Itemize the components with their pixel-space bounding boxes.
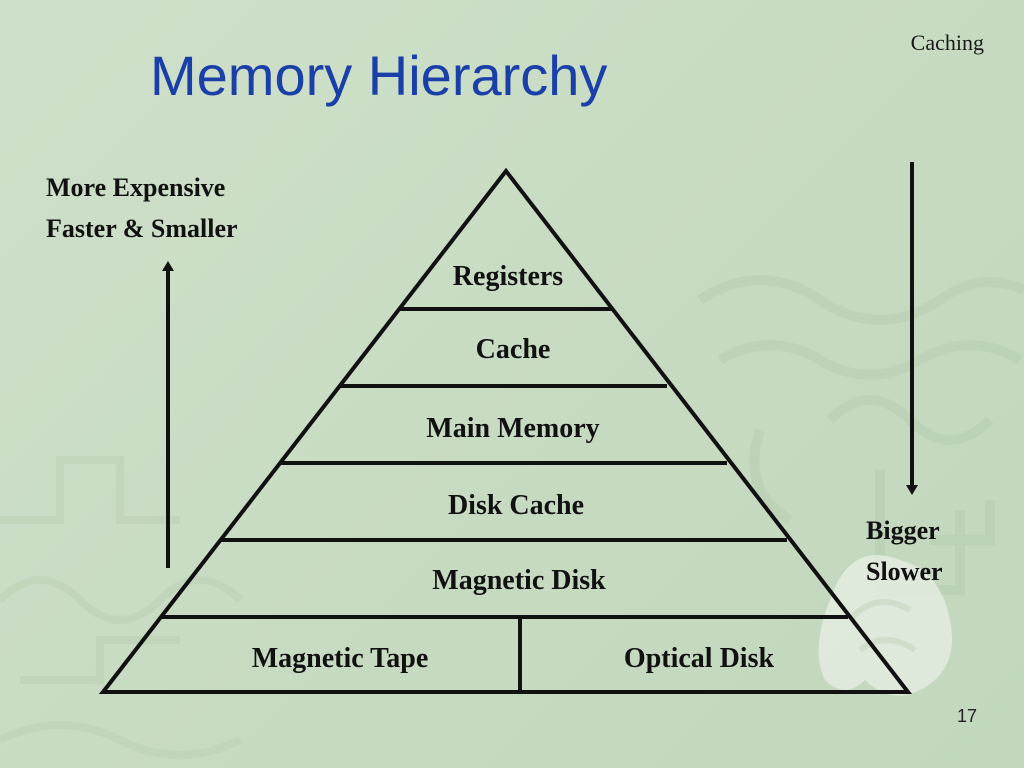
slide-title: Memory Hierarchy [150,44,608,107]
level-magnetic-disk: Magnetic Disk [432,565,606,596]
cost-label-line1: More Expensive [46,173,226,202]
pyramid-outline [98,167,913,694]
size-speed-label: Bigger Slower [866,510,943,592]
level-magnetic-tape: Magnetic Tape [252,643,429,674]
cost-label-line2: Faster & Smaller [46,214,238,243]
cost-speed-label: More Expensive Faster & Smaller [46,167,238,249]
page-number: 17 [957,706,978,726]
size-label-line2: Slower [866,557,943,586]
level-optical-disk: Optical Disk [624,643,775,674]
level-registers: Registers [453,261,564,292]
level-disk-cache: Disk Cache [448,490,584,521]
section-label: Caching [910,30,984,55]
level-cache: Cache [476,334,551,365]
size-label-line1: Bigger [866,516,940,545]
level-main-memory: Main Memory [426,413,599,444]
